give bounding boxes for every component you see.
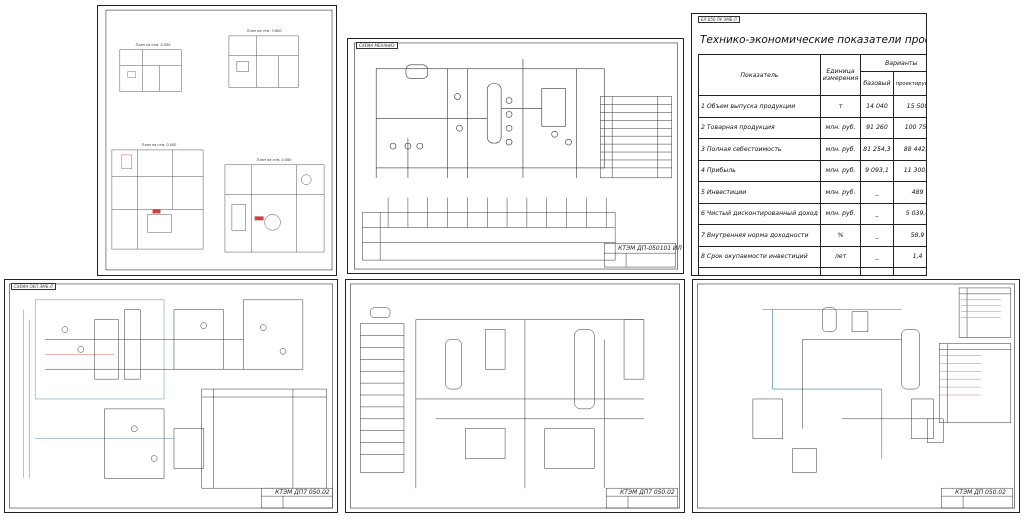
plan-label-1: План на отм. 0.000: [136, 43, 172, 47]
tep-row: 9 Рентабельность инвестицийдоли ед._3,5: [698, 267, 926, 275]
tep-cell-name: 2 Товарная продукция: [698, 116, 821, 139]
tep-cell-base: 81 254,3: [860, 138, 894, 161]
tep-col-unit: Единица измерения: [819, 54, 862, 96]
tep-col-base: базовый: [860, 71, 894, 96]
plan-label-2: План на отм. 3.600: [247, 29, 283, 33]
tep-cell-name: 9 Рентабельность инвестиций: [698, 267, 821, 275]
sheet-floor-plans[interactable]: План на отм. 0.000 План на отм. 3.600 Пл…: [97, 5, 337, 276]
sheet-process-right[interactable]: КТЭМ ДП 050.02: [692, 279, 1020, 513]
tep-col-indicator: Показатель: [698, 54, 821, 96]
floor-plans-drawing: План на отм. 0.000 План на отм. 3.600 Пл…: [105, 9, 333, 271]
tep-cell-proj: 5 039,4: [892, 202, 926, 225]
process-top-corner-stamp: СХЕМА МЕХАНИЗ: [356, 42, 398, 49]
process-mid-drawing: КТЭМ ДП7 050.02: [350, 283, 680, 509]
tep-cell-name: 5 Инвестиции: [698, 181, 821, 204]
tep-cell-unit: млн. руб.: [819, 181, 862, 204]
process-right-drawing: КТЭМ ДП 050.02: [697, 283, 1015, 509]
tep-cell-name: 4 Прибыль: [698, 159, 821, 182]
tep-cell-base: _: [860, 224, 894, 247]
tep-corner-stamp: ЕЛ 050 ПУ ЭМБ.Л: [698, 16, 740, 23]
sheet-automation-scheme[interactable]: КТЭМ ДП7 050.02 СХЕМА ОЕП ЭМБ.Л: [4, 279, 338, 513]
process-top-drawing: КТЭМ ДП-050101 ИЛ: [354, 42, 682, 270]
tep-cell-proj: 489: [892, 181, 926, 204]
tep-cell-unit: млн. руб.: [819, 138, 862, 161]
automation-title-block: КТЭМ ДП7 050.02: [275, 489, 330, 496]
tep-col-projected: проектируемый: [892, 71, 926, 96]
tep-cell-name: 1 Объем выпуска продукции: [698, 95, 821, 118]
plan-label-4: План на отм. 0.000: [257, 158, 293, 162]
tep-cell-proj: 100 750: [892, 116, 926, 139]
tep-cell-proj: 1,4: [892, 245, 926, 268]
tep-cell-unit: млн. руб.: [819, 159, 862, 182]
sheet-tep-indicators[interactable]: ЕЛ 050 ПУ ЭМБ.Л Технико-экономические по…: [691, 13, 927, 276]
sheet-process-top[interactable]: КТЭМ ДП-050101 ИЛ СХЕМА МЕХАНИЗ: [347, 38, 684, 274]
tep-cell-base: _: [860, 202, 894, 225]
tep-cell-unit: доли ед.: [819, 267, 862, 275]
process-mid-title-block: КТЭМ ДП7 050.02: [620, 489, 675, 496]
tep-cell-base: 9 093,1: [860, 159, 894, 182]
tep-cell-base: _: [860, 267, 894, 275]
tep-cell-proj: 11 300,1: [892, 159, 926, 182]
tep-cell-base: 14 040: [860, 95, 894, 118]
tep-cell-proj: 58,9: [892, 224, 926, 247]
tep-cell-name: 8 Срок окупаемости инвестиций: [698, 245, 821, 268]
sheet-process-mid[interactable]: КТЭМ ДП7 050.02: [345, 279, 685, 513]
process-top-title-block: КТЭМ ДП-050101 ИЛ: [618, 245, 682, 252]
tep-cell-name: 3 Полная себестоимость: [698, 138, 821, 161]
tep-cell-unit: т: [819, 95, 862, 118]
tep-cell-proj: 15 500: [892, 95, 926, 118]
tep-cell-name: 6 Чистый дисконтированный доход: [698, 202, 821, 225]
tep-cell-unit: %: [819, 224, 862, 247]
tep-col-variants: Варианты: [860, 53, 926, 73]
tep-table: Показатель Единица измерения Варианты ба…: [698, 53, 926, 275]
tep-cell-base: _: [860, 245, 894, 268]
tep-cell-base: 91 260: [860, 116, 894, 139]
process-right-title-block: КТЭМ ДП 050.02: [955, 489, 1006, 496]
automation-drawing: КТЭМ ДП7 050.02: [9, 283, 333, 509]
tep-cell-base: _: [860, 181, 894, 204]
tep-heading: Технико-экономические показатели проекта: [700, 34, 927, 46]
tep-cell-proj: 3,5: [892, 267, 926, 275]
automation-corner-stamp: СХЕМА ОЕП ЭМБ.Л: [11, 283, 56, 290]
plan-label-3: План на отм. 0.000: [142, 143, 178, 147]
tep-cell-name: 7 Внутренняя норма доходности: [698, 224, 821, 247]
tep-cell-unit: лет: [819, 245, 862, 268]
tep-row: 7 Внутренняя норма доходности%_58,9: [698, 224, 926, 247]
tep-cell-proj: 88 442,4: [892, 138, 926, 161]
tep-cell-unit: млн. руб.: [819, 116, 862, 139]
tep-cell-unit: млн. руб.: [819, 202, 862, 225]
